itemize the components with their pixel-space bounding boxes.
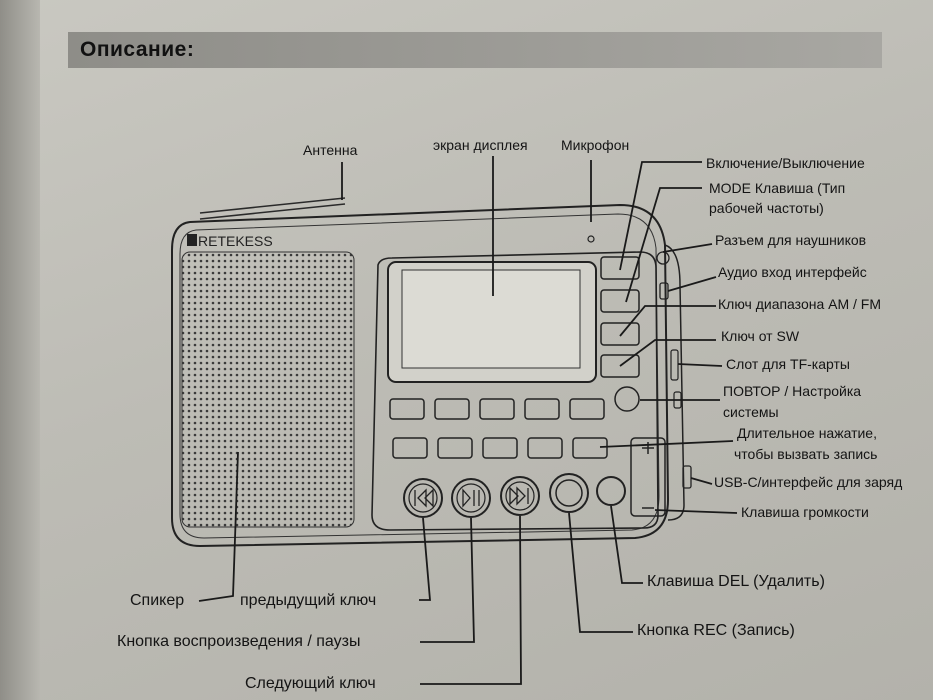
mode-button[interactable]	[600, 289, 640, 313]
svg-text:RETEKESS: RETEKESS	[198, 233, 273, 249]
keypad-key[interactable]	[524, 398, 560, 420]
label-repeat-line2: системы	[723, 404, 779, 420]
sw-button[interactable]	[600, 354, 640, 378]
tf-card-slot	[670, 349, 679, 381]
previous-button[interactable]	[403, 478, 443, 518]
label-antenna: Антенна	[303, 142, 358, 158]
label-microphone: Микрофон	[561, 137, 630, 153]
antenna	[199, 197, 346, 220]
rec-button[interactable]	[549, 473, 589, 513]
control-panel	[371, 251, 659, 531]
label-del: Клавиша DEL (Удалить)	[647, 573, 825, 590]
label-volume: Клавиша громкости	[741, 504, 869, 520]
display-screen	[387, 261, 597, 383]
speaker-grill	[181, 251, 355, 528]
keypad-key[interactable]	[392, 437, 428, 459]
audio-in-port	[659, 282, 669, 300]
label-headphone: Разъем для наушников	[715, 232, 867, 248]
label-band: Ключ диапазона AM / FM	[718, 296, 882, 312]
label-next: Следующий ключ	[245, 675, 376, 692]
section-title: Описание:	[80, 38, 195, 61]
keypad-key[interactable]	[527, 437, 563, 459]
keypad-row-1	[389, 398, 605, 420]
power-button[interactable]	[600, 256, 640, 280]
label-longpress-line1: Длительное нажатие,	[737, 425, 877, 441]
transport-buttons	[403, 473, 626, 518]
label-audio-in: Аудио вход интерфейс	[718, 264, 867, 280]
side-ports	[656, 251, 692, 489]
label-sw: Ключ от SW	[721, 328, 800, 344]
label-power: Включение/Выключение	[706, 155, 865, 171]
brand-logo: RETEKESS	[187, 233, 273, 249]
microphone-hole	[587, 235, 595, 243]
band-button[interactable]	[600, 322, 640, 346]
keypad-key[interactable]	[389, 398, 425, 420]
label-repeat-line1: ПОВТОР / Настройка	[723, 383, 862, 399]
keypad-key[interactable]	[434, 398, 470, 420]
label-mode-line2: рабочей частоты)	[709, 200, 824, 216]
repeat-button[interactable]	[614, 386, 640, 412]
usb-c-port	[682, 465, 692, 489]
leader-lines	[198, 156, 738, 685]
keypad-key[interactable]	[437, 437, 473, 459]
play-pause-button[interactable]	[451, 478, 491, 518]
headphone-jack	[656, 251, 670, 265]
keypad-key[interactable]	[482, 437, 518, 459]
page-edge	[0, 0, 40, 700]
label-mode-line1: MODE Клавиша (Тип	[709, 180, 846, 196]
label-tf: Слот для TF-карты	[726, 356, 850, 372]
section-header-bar	[68, 32, 882, 68]
label-display: экран дисплея	[433, 137, 528, 153]
label-longpress-line2: чтобы вызвать запись	[734, 446, 878, 462]
next-button[interactable]	[500, 476, 540, 516]
label-speaker: Спикер	[130, 592, 185, 609]
label-play: Кнопка воспроизведения / паузы	[117, 633, 361, 650]
del-button[interactable]	[596, 476, 626, 506]
keypad-key[interactable]	[479, 398, 515, 420]
record-key[interactable]	[572, 437, 608, 459]
label-prev: предыдущий ключ	[240, 592, 377, 609]
keypad-key[interactable]	[569, 398, 605, 420]
keypad-row-2	[392, 437, 608, 459]
volume-rocker[interactable]	[630, 437, 666, 517]
side-buttons	[600, 256, 640, 412]
label-usbc: USB-C/интерфейс для заряд	[714, 474, 903, 490]
label-rec: Кнопка REC (Запись)	[637, 622, 795, 639]
